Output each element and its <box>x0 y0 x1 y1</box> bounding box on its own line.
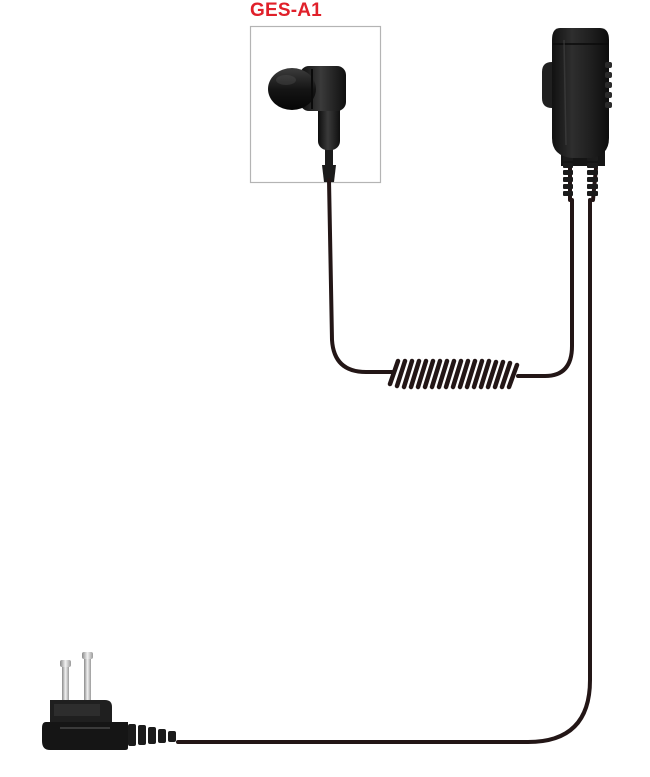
earbud-icon <box>268 66 346 182</box>
coiled-cord <box>387 358 520 390</box>
two-pin-connector-icon <box>42 652 176 750</box>
product-label: GES-A1 <box>250 0 322 21</box>
ptt-microphone-icon <box>542 28 612 196</box>
cable <box>176 166 598 744</box>
earbud-inset-frame <box>249 25 382 184</box>
